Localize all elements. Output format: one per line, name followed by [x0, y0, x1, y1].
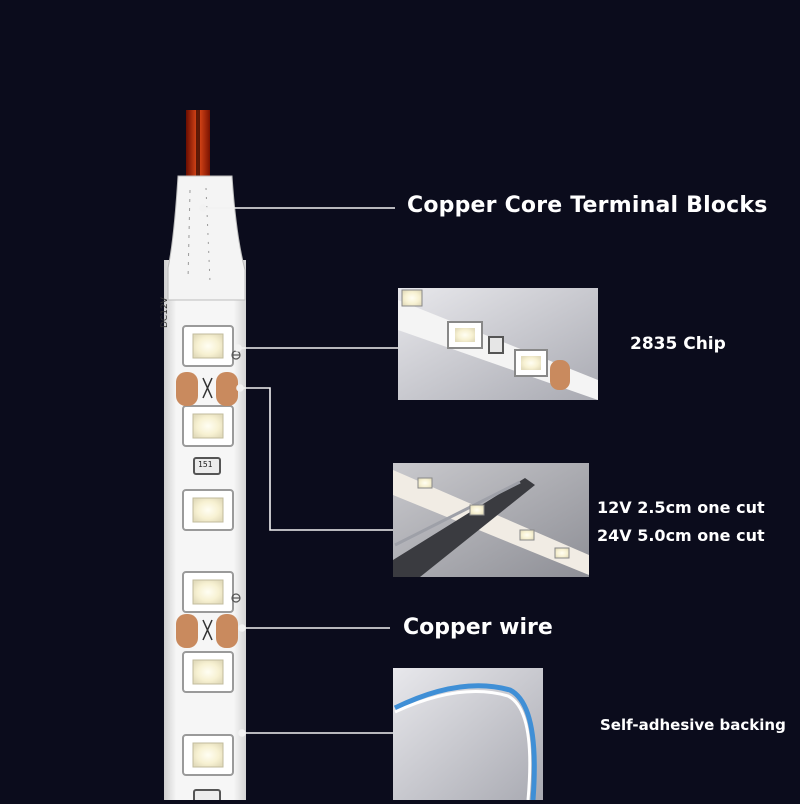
led-chip: [182, 571, 234, 613]
led-chip: [182, 734, 234, 776]
copper-pads: [176, 372, 238, 648]
strip-resistor-mark: 151: [198, 460, 213, 469]
strip-voltage-mark: DC12V: [160, 297, 170, 328]
cut-spec-label: 12V 2.5cm one cut 24V 5.0cm one cut: [597, 494, 765, 550]
cut-12v-label: 12V 2.5cm one cut: [597, 498, 765, 517]
polarity-marks: [231, 350, 241, 603]
copper-wire-label: Copper wire: [403, 615, 553, 640]
terminal-sleeve: [167, 175, 246, 301]
callout-lines: [199, 204, 398, 737]
cutting-photo: [393, 463, 589, 577]
chip-label: 2835 Chip: [630, 334, 726, 354]
led-chip: [182, 405, 234, 447]
adhesive-photo: [393, 668, 543, 801]
chip-closeup-photo: [398, 288, 598, 400]
led-chips: [182, 325, 234, 776]
terminal-blocks-label: Copper Core Terminal Blocks: [407, 193, 768, 218]
led-chip: [182, 651, 234, 693]
adhesive-label: Self-adhesive backing: [600, 716, 786, 734]
led-chip: [182, 489, 234, 531]
cut-24v-label: 24V 5.0cm one cut: [597, 526, 765, 545]
led-chip: [182, 325, 234, 367]
